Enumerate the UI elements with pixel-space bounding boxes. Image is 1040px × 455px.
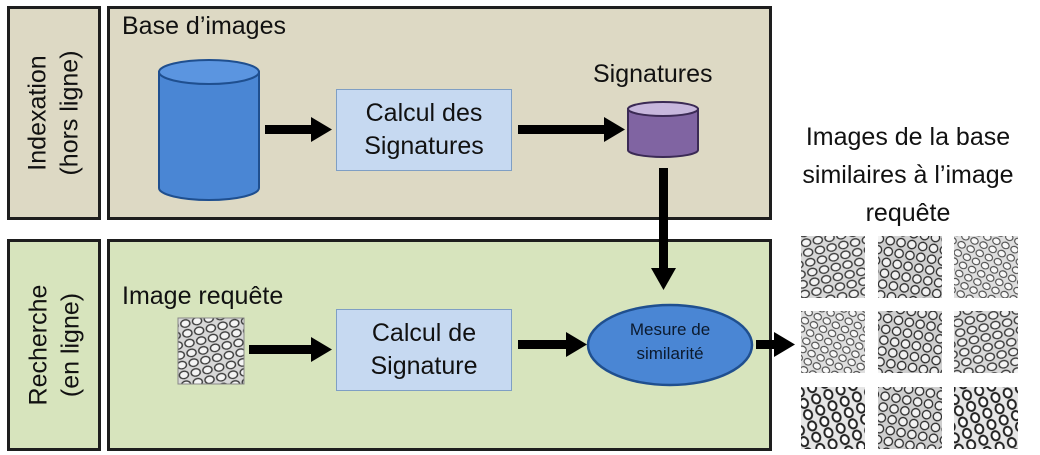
similarity-ellipse-icon (586, 303, 754, 387)
arrow-down-icon (651, 168, 676, 290)
arrow-right-icon (518, 332, 587, 357)
result-image-4 (801, 311, 865, 373)
similarity-label-line1: Mesure de (629, 320, 711, 339)
result-image-3 (954, 236, 1018, 298)
result-image-2 (878, 236, 942, 298)
arrows (249, 117, 795, 362)
result-image-6 (954, 311, 1018, 373)
result-image-9 (954, 387, 1018, 449)
result-image-1 (801, 236, 865, 298)
compute-signature-line2: Signature (370, 352, 478, 380)
database-cylinder-icon (158, 59, 260, 201)
arrow-right-icon (756, 332, 795, 357)
arrow-right-icon (265, 117, 332, 142)
query-image-label: Image requête (122, 282, 284, 310)
result-image-7 (801, 387, 865, 449)
results-title-line1: Images de la base (805, 123, 1011, 151)
compute-signature-box: Calcul de Signature (336, 309, 512, 391)
indexation-side-panel (7, 6, 101, 220)
database-label: Base d’images (122, 12, 286, 40)
results-title-line2: similaires à l’image (802, 161, 1014, 189)
results-title-line3: requête (865, 199, 951, 227)
arrow-right-icon (249, 337, 332, 362)
result-image-5 (878, 311, 942, 373)
query-image-thumbnail (177, 317, 245, 385)
result-image-8 (878, 387, 942, 449)
signatures-label: Signatures (593, 60, 713, 88)
compute-signatures-line1: Calcul des (365, 99, 483, 127)
result-images-grid (801, 236, 1018, 449)
results-title: Images de la base similaires à l’image r… (776, 118, 1040, 232)
compute-signatures-box: Calcul des Signatures (336, 89, 512, 171)
arrow-right-icon (518, 117, 625, 142)
compute-signature-line1: Calcul de (371, 319, 477, 347)
similarity-label: Mesure de similarité (588, 318, 752, 366)
similarity-label-line2: similarité (636, 344, 704, 363)
compute-signatures-line2: Signatures (364, 132, 484, 160)
signatures-cylinder-icon (627, 101, 699, 158)
recherche-side-panel (7, 239, 101, 451)
